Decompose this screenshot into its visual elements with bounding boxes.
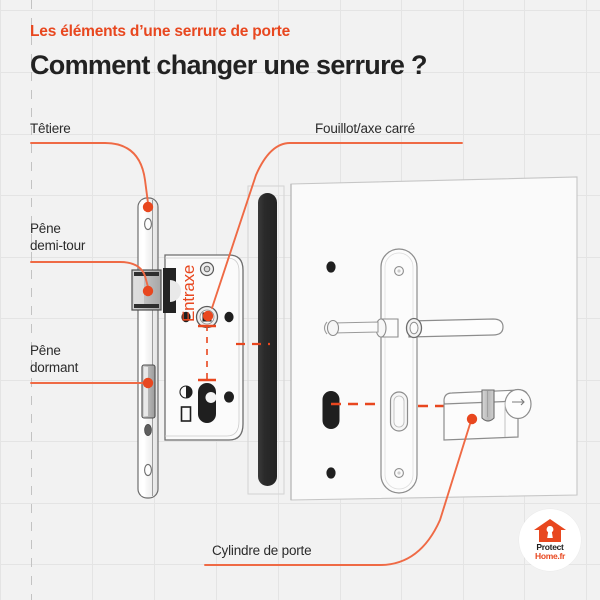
dot-tetiere	[142, 201, 154, 213]
header-kicker: Les éléments d’une serrure de porte	[30, 23, 291, 40]
house-icon	[534, 519, 566, 542]
door-edge-strip	[247, 185, 285, 495]
faceplate-tetiere	[137, 197, 159, 499]
label-fouillot: Fouillot/axe carré	[315, 121, 415, 136]
label-tetiere: Têtiere	[30, 121, 71, 136]
entraxe-dimension	[198, 324, 216, 382]
deadbolt	[141, 364, 156, 419]
logo-name-top: Protect	[536, 542, 564, 552]
header-block: Les éléments d’une serrure de porte Comm…	[30, 22, 550, 82]
door-face-fixings	[322, 261, 340, 479]
door-handle	[323, 317, 504, 339]
handle-plate	[380, 248, 418, 494]
callout-dots	[142, 201, 478, 425]
page-title: Comment changer une serrure ?	[30, 50, 428, 80]
label-entraxe: Entraxe	[179, 264, 198, 322]
leader-tetiere	[30, 142, 149, 204]
callout-leaders	[30, 142, 471, 566]
leader-fouillot	[211, 142, 291, 309]
dot-cylindre	[466, 413, 478, 425]
label-pene-demi-tour: Pêne demi-tour	[30, 221, 86, 253]
cylinder-axis-dashes	[331, 402, 452, 408]
dot-pene-dormant	[142, 377, 154, 389]
logo-name-bottom: Home.fr	[534, 551, 566, 561]
dot-pene-demi-tour	[142, 285, 154, 297]
alignment-dashes	[236, 342, 270, 346]
door-panel	[290, 176, 578, 501]
leader-cylindre	[204, 423, 471, 566]
label-cylindre: Cylindre de porte	[212, 543, 312, 558]
protect-home-logo: Protect Home.fr	[519, 509, 581, 571]
door-cylinder	[443, 388, 532, 441]
dot-fouillot	[202, 310, 214, 322]
latch-bolt	[131, 268, 181, 313]
lock-case	[164, 254, 244, 441]
label-pene-dormant: Pêne dormant	[30, 343, 79, 375]
leader-pene-demi-tour	[30, 261, 149, 288]
